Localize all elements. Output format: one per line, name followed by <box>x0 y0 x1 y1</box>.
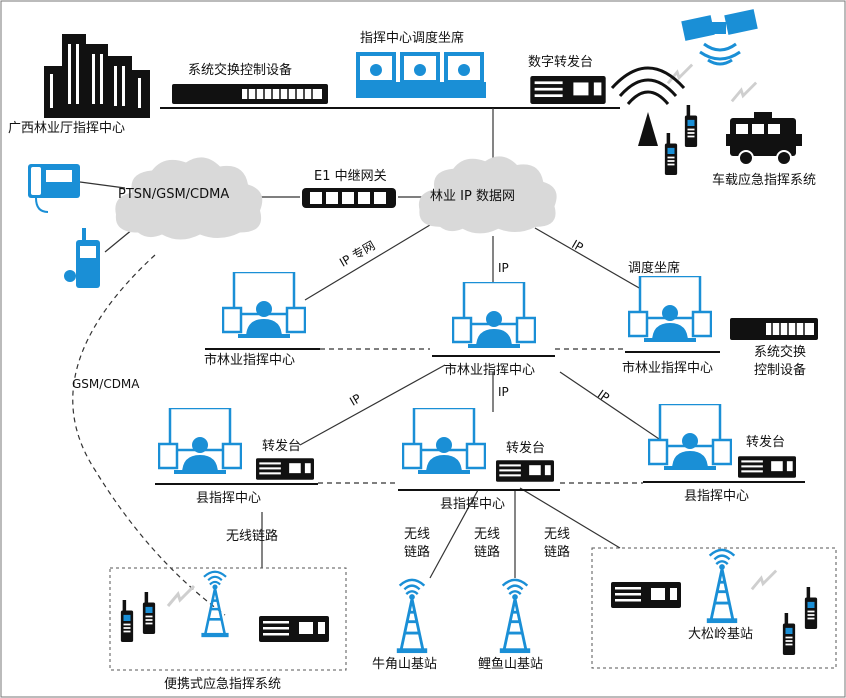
label-ip-vertical-2: IP <box>498 385 509 399</box>
label-link-3: 链路 <box>544 545 571 560</box>
label-dispatch-top: 指挥中心调度坐席 <box>360 31 465 46</box>
county-operator-left-icon <box>158 408 242 476</box>
label-station-liyu: 鲤鱼山基站 <box>478 657 544 672</box>
relay-center-icon <box>496 460 554 482</box>
label-city-right: 市林业指挥中心 <box>622 361 714 376</box>
label-relay-left: 转发台 <box>262 439 302 454</box>
label-wireless-1: 无线 <box>404 527 431 542</box>
label-station-niujiao: 牛角山基站 <box>372 657 438 672</box>
city-operator-right-icon <box>628 276 712 344</box>
label-switch-top: 系统交换控制设备 <box>188 63 293 78</box>
county-operator-right-icon <box>648 404 732 472</box>
mobile-phone-icon <box>64 228 100 288</box>
label-switch-city-2: 控制设备 <box>754 363 807 378</box>
label-relay-right: 转发台 <box>746 435 786 450</box>
tower-liyu-icon <box>498 578 532 654</box>
label-county-left: 县指挥中心 <box>196 491 262 506</box>
vehicle-icon <box>726 112 802 166</box>
label-wireless-link: 无线链路 <box>226 529 279 544</box>
tower-niujiao-icon <box>395 578 429 654</box>
switch-device-top-icon <box>172 84 328 104</box>
label-e1-gateway: E1 中继网关 <box>314 169 387 184</box>
label-portable-system: 便携式应急指挥系统 <box>164 677 282 692</box>
digital-relay-icon <box>530 76 606 104</box>
label-ip-net: 林业 IP 数据网 <box>430 189 515 204</box>
radio-icon <box>782 613 796 655</box>
city-operator-center-icon <box>452 282 536 350</box>
radio-icon <box>664 133 678 175</box>
label-pstn: PTSN/GSM/CDMA <box>118 187 230 202</box>
label-city-left: 市林业指挥中心 <box>204 353 296 368</box>
wireless-signal-icon-2 <box>730 81 758 103</box>
relay-left-icon <box>256 458 314 480</box>
label-ip-vertical-1: IP <box>498 261 509 275</box>
wireless-signal-icon <box>666 63 694 85</box>
label-switch-city-1: 系统交换 <box>754 345 807 360</box>
tower-dasong-icon <box>705 548 739 624</box>
label-wireless-2: 无线 <box>474 527 501 542</box>
label-county-center: 县指挥中心 <box>440 497 506 512</box>
label-gsm-cdma: GSM/CDMA <box>72 377 140 391</box>
dasong-relay-icon <box>611 582 681 608</box>
tower-icon <box>200 570 230 639</box>
dasong-box <box>591 547 837 669</box>
label-wireless-3: 无线 <box>544 527 571 542</box>
label-station-dasong: 大松岭基站 <box>688 627 754 642</box>
antenna-icon <box>610 66 686 146</box>
city-operator-left-icon <box>222 272 306 340</box>
label-digital-relay: 数字转发台 <box>528 55 594 70</box>
portable-system-box <box>109 567 347 671</box>
label-relay-center: 转发台 <box>506 441 546 456</box>
satellite-icon <box>681 9 758 66</box>
wireless-signal-icon-4 <box>750 569 778 591</box>
dispatch-monitors-icon <box>356 52 486 98</box>
radio-icon <box>804 587 818 629</box>
desk-phone-icon <box>28 164 80 213</box>
building-icon <box>44 34 150 118</box>
e1-gateway-icon <box>302 188 396 208</box>
label-hq: 广西林业厅指挥中心 <box>8 121 126 136</box>
radio-icon <box>684 105 698 147</box>
wireless-signal-icon-3 <box>166 584 196 608</box>
radio-icon <box>120 600 134 642</box>
dashed-links <box>72 254 643 616</box>
label-dispatch-seat: 调度坐席 <box>628 261 681 276</box>
county-operator-center-icon <box>402 408 486 476</box>
portable-relay-icon <box>259 616 329 642</box>
label-link-2: 链路 <box>474 545 501 560</box>
label-link-1: 链路 <box>404 545 431 560</box>
switch-device-city-icon <box>730 318 818 340</box>
label-city-center: 市林业指挥中心 <box>444 363 536 378</box>
radio-icon <box>142 592 156 634</box>
label-county-right: 县指挥中心 <box>684 489 750 504</box>
label-vehicle-system: 车载应急指挥系统 <box>712 173 817 188</box>
relay-right-icon <box>738 456 796 478</box>
